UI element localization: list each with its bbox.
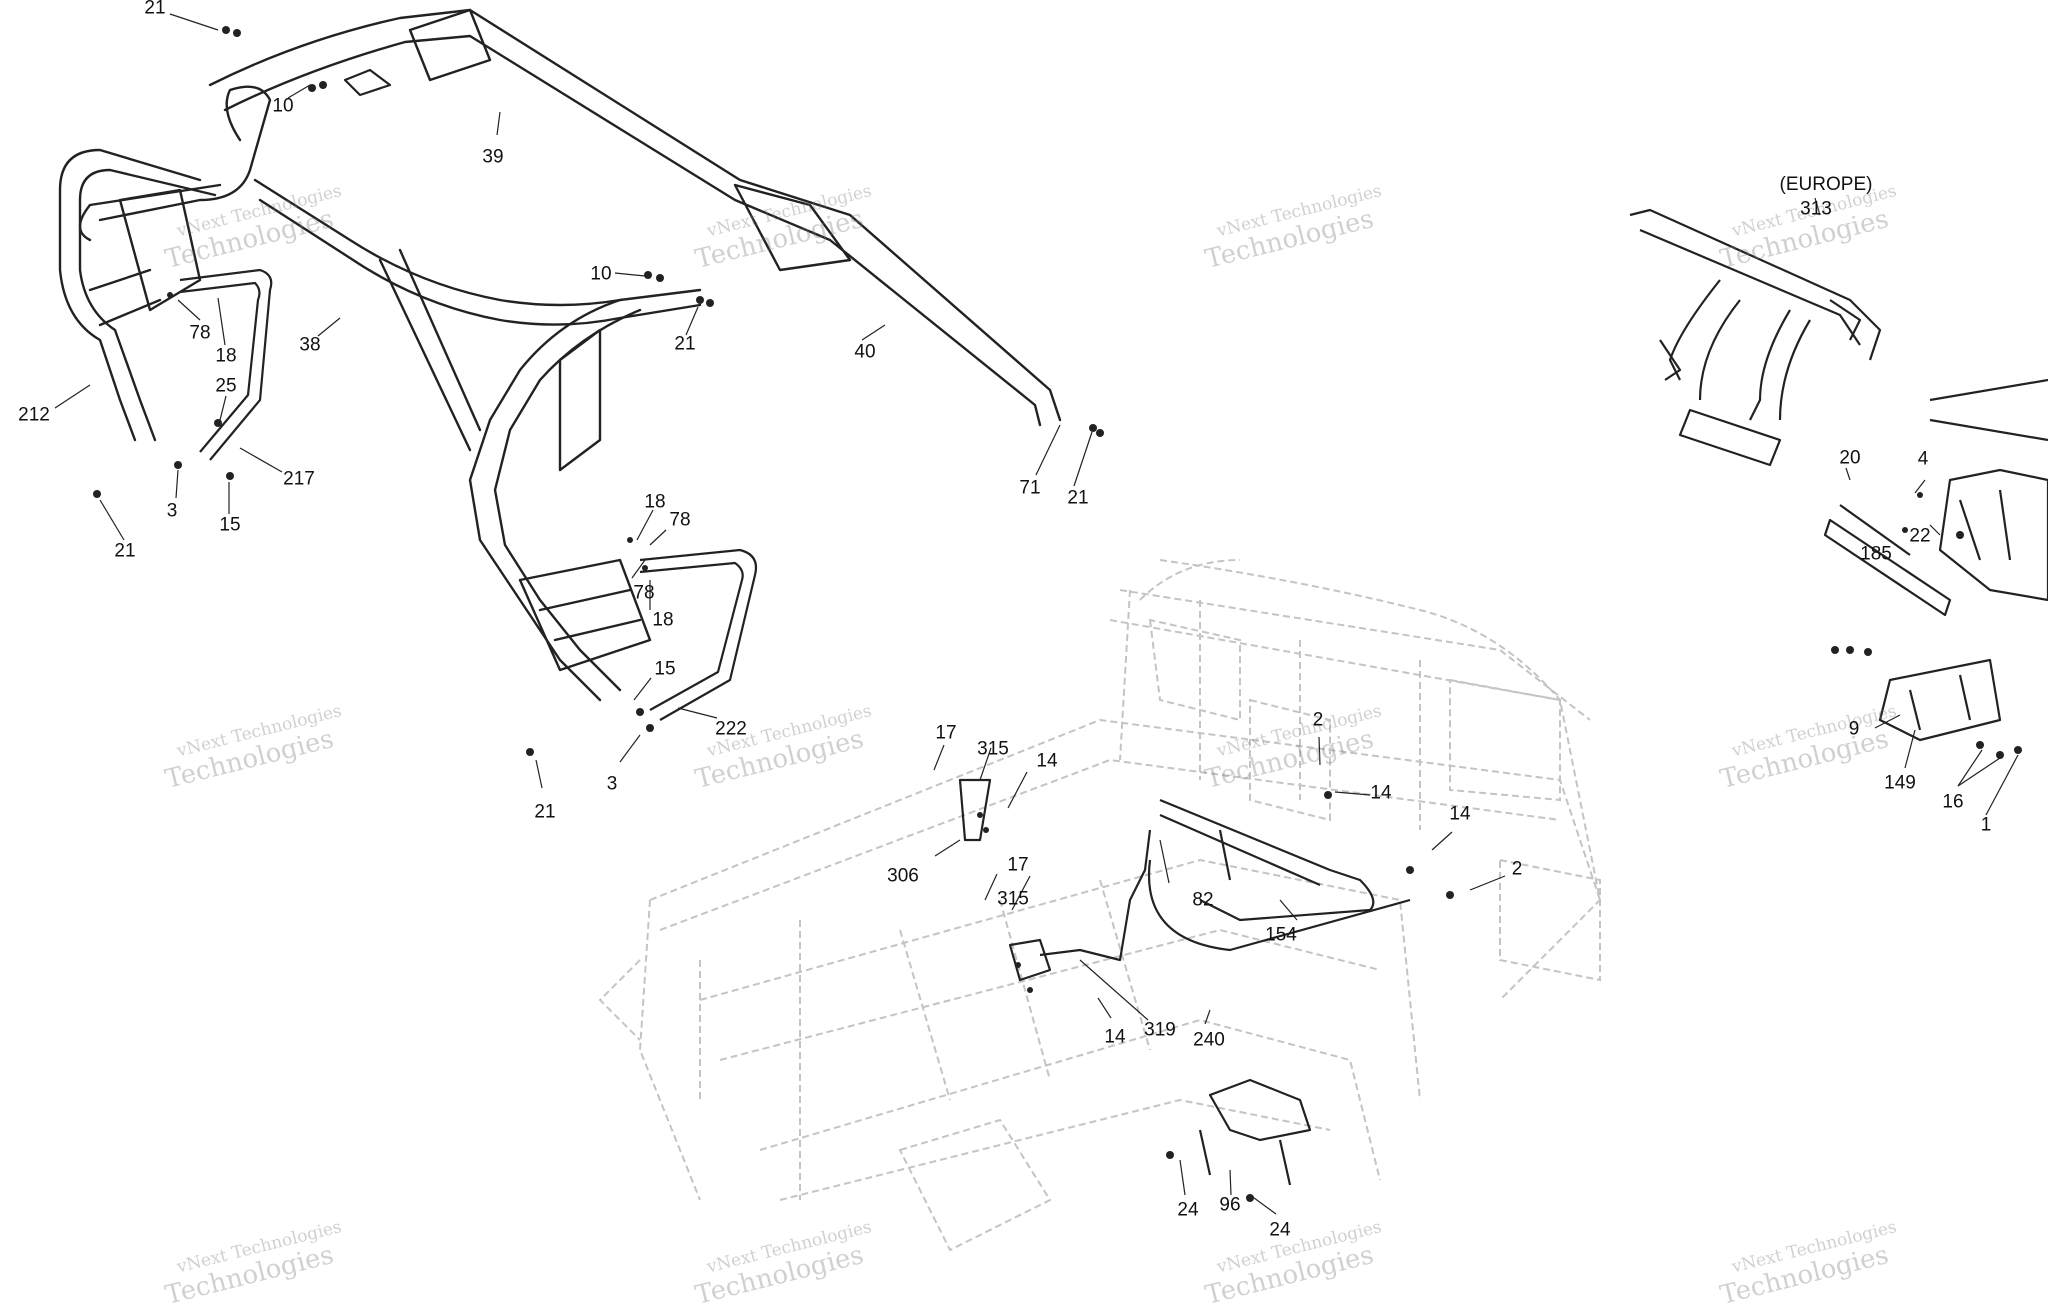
callout-label[interactable]: 240 [1193, 1029, 1225, 1051]
callout-label[interactable]: 10 [590, 263, 612, 285]
roll-cage-frame [58, 8, 1062, 702]
callout-label[interactable]: 38 [299, 334, 321, 356]
callout-label[interactable]: 25 [215, 375, 237, 397]
callout-label[interactable]: 185 [1860, 543, 1892, 565]
callout-label[interactable]: 319 [1144, 1019, 1176, 1041]
callout-label[interactable]: 315 [997, 888, 1029, 910]
europe-rear-bracket [1629, 208, 1882, 467]
callout-label[interactable]: 82 [1192, 889, 1214, 911]
callout-label[interactable]: 15 [654, 658, 676, 680]
callout-label[interactable]: 2 [1511, 858, 1523, 880]
callout-label[interactable]: 18 [644, 491, 666, 513]
callout-label[interactable]: 20 [1839, 447, 1861, 469]
callout-label[interactable]: 39 [482, 146, 504, 168]
callout-label[interactable]: 3 [166, 500, 178, 522]
callout-label[interactable]: 222 [715, 718, 747, 740]
callout-label[interactable]: 78 [669, 509, 691, 531]
bumper-bars [179, 68, 1411, 1186]
callout-label[interactable]: 16 [1942, 791, 1964, 813]
callout-label[interactable]: 18 [652, 609, 674, 631]
callout-label[interactable]: 14 [1449, 803, 1471, 825]
callout-label[interactable]: 14 [1370, 782, 1392, 804]
callout-label[interactable]: 15 [219, 514, 241, 536]
background-chassis-frame [598, 559, 1602, 1252]
callout-label[interactable]: 78 [633, 582, 655, 604]
callout-label[interactable]: 315 [977, 738, 1009, 760]
callout-label[interactable]: 24 [1177, 1199, 1199, 1221]
callout-label[interactable]: 313 [1800, 198, 1832, 220]
callout-label[interactable]: 40 [854, 341, 876, 363]
callout-label[interactable]: 17 [935, 722, 957, 744]
callout-label[interactable]: 14 [1036, 750, 1058, 772]
callout-label[interactable]: 149 [1884, 772, 1916, 794]
callout-label[interactable]: 21 [534, 801, 556, 823]
callout-label[interactable]: 212 [18, 404, 50, 426]
callout-label[interactable]: 96 [1219, 1194, 1241, 1216]
callout-label[interactable]: 71 [1019, 477, 1041, 499]
callout-label[interactable]: 21 [144, 0, 166, 19]
callout-label[interactable]: 21 [674, 333, 696, 355]
leader-lines [54, 13, 2019, 1215]
callout-label[interactable]: 154 [1265, 924, 1297, 946]
region-note-europe: (EUROPE) [1779, 174, 1873, 195]
callout-label[interactable]: 21 [114, 540, 136, 562]
callout-label[interactable]: 3 [606, 773, 618, 795]
callout-label[interactable]: 306 [887, 865, 919, 887]
parts-diagram [54, 8, 2048, 1252]
callout-label[interactable]: 22 [1909, 525, 1931, 547]
callout-label[interactable]: 17 [1007, 854, 1029, 876]
callout-label[interactable]: 2 [1312, 709, 1324, 731]
callout-label[interactable]: 78 [189, 322, 211, 344]
callout-label[interactable]: 10 [272, 95, 294, 117]
callout-label[interactable]: 21 [1067, 487, 1089, 509]
callout-label[interactable]: 217 [283, 468, 315, 490]
callout-label[interactable]: 9 [1848, 718, 1860, 740]
callout-label[interactable]: 4 [1917, 448, 1929, 470]
hitch-assembly [1823, 378, 2048, 742]
callout-label[interactable]: 14 [1104, 1026, 1126, 1048]
callout-label[interactable]: 18 [215, 345, 237, 367]
callout-label[interactable]: 24 [1269, 1219, 1291, 1241]
callout-label[interactable]: 1 [1980, 814, 1992, 836]
hardware-fasteners [93, 26, 2022, 1202]
